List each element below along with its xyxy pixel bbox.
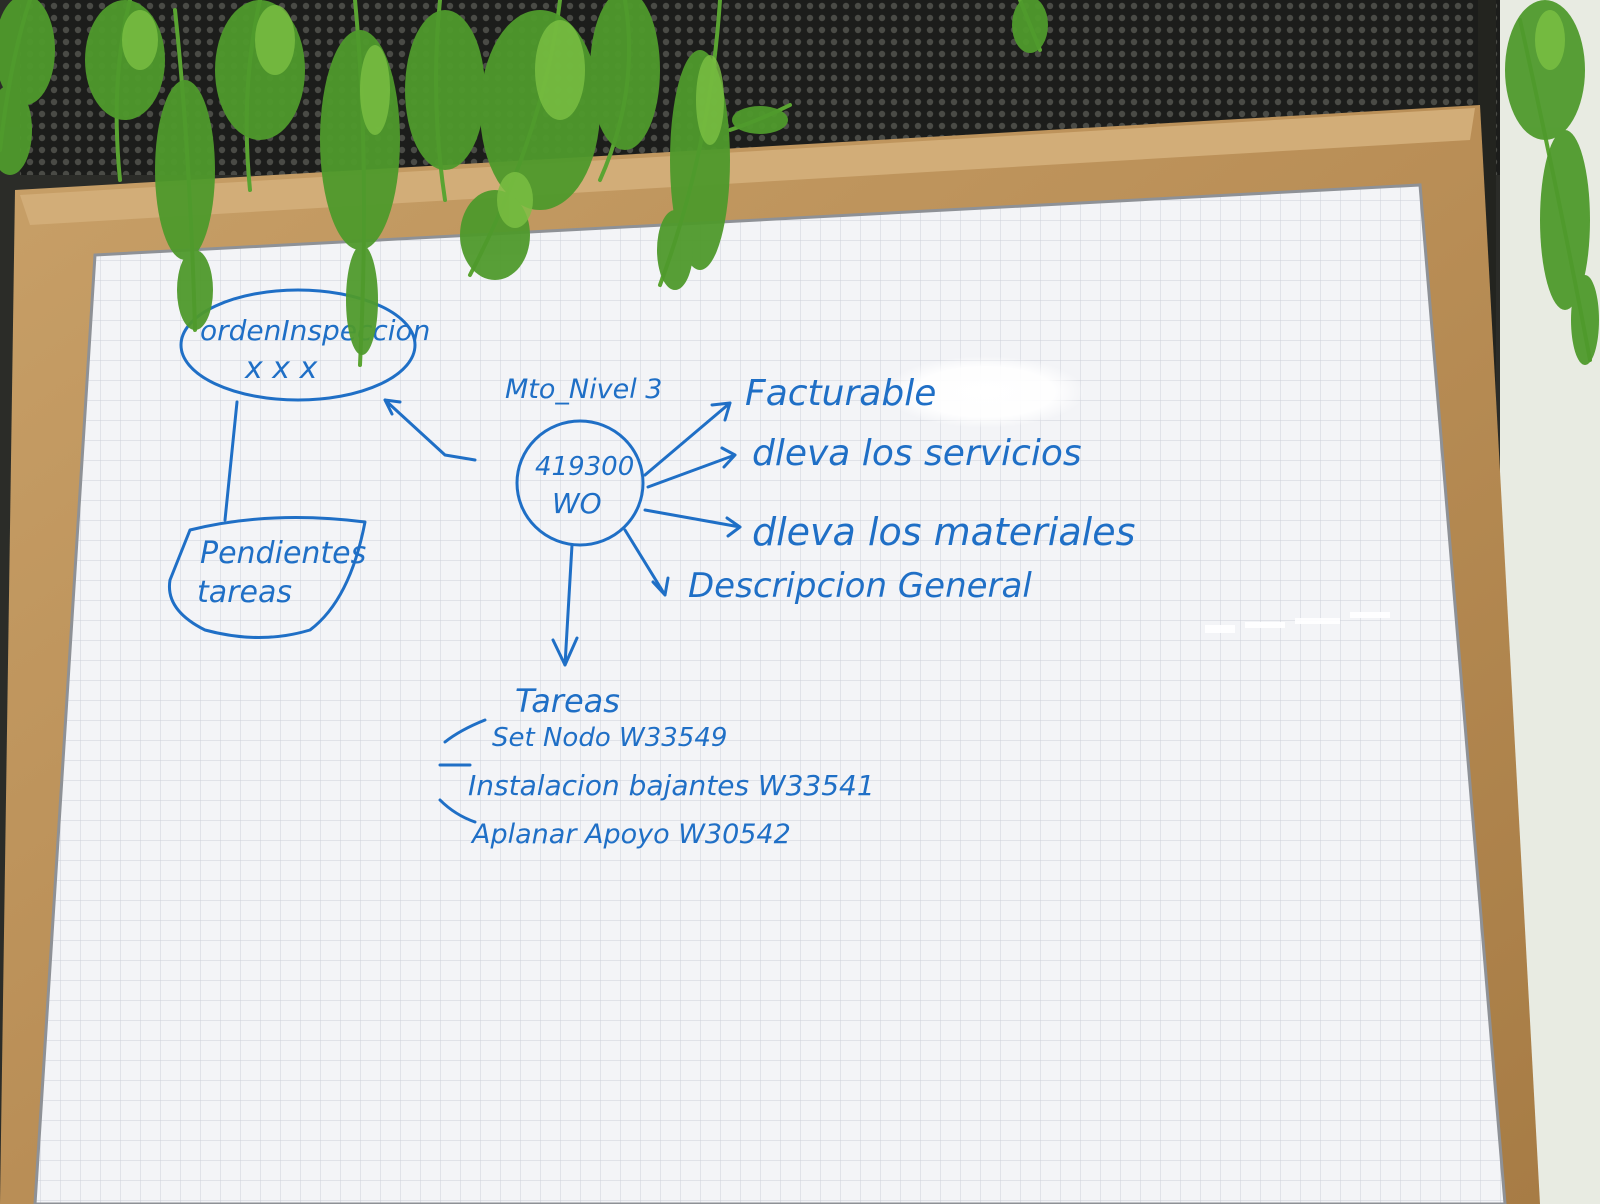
tareas-title: Tareas	[515, 682, 620, 720]
orden-to-pendientes-line	[223, 400, 239, 522]
hanging-fern-plants	[0, 0, 1599, 367]
light-glare	[885, 356, 1085, 428]
tarea-item-1: Set Nodo W33549	[492, 723, 727, 753]
arrow-descripcion	[623, 528, 670, 597]
arrow-facturable	[643, 401, 732, 477]
pendientes-line1: Pendientes	[200, 536, 366, 571]
tarea-item-2: Instalacion bajantes W33541	[468, 769, 875, 802]
arrow-materiales	[643, 508, 742, 538]
arrow-tareas	[551, 543, 579, 667]
tarea-item-3: Aplanar Apoyo W30542	[470, 819, 791, 850]
arrow-servicios	[646, 446, 737, 489]
branch-descripcion: Descripcion General	[688, 566, 1032, 606]
orden-line1: ordenInspeccion	[200, 314, 430, 347]
wo-circle	[515, 419, 645, 547]
wo-line2: WO	[552, 487, 602, 520]
tareas-bracket	[438, 718, 487, 824]
branch-facturable: Facturable	[745, 373, 936, 414]
branch-materiales: dleva los materiales	[752, 510, 1135, 554]
branch-servicios: dleva los servicios	[752, 433, 1082, 474]
whiteboard-diagram	[167, 288, 742, 824]
orden-line2: x x x	[244, 351, 318, 386]
whiteboard-surface	[33, 183, 1507, 1204]
wo-line1: 419300	[535, 452, 634, 482]
pendientes-line2: tareas	[197, 575, 292, 610]
mto-label: Mto_Nivel 3	[505, 374, 662, 405]
pendientes-shape	[167, 516, 367, 639]
orden-inspeccion-ellipse	[179, 288, 417, 402]
arrow-wo-to-orden	[383, 398, 477, 462]
whiteboard-text: ordenInspeccion x x x Pendientes tareas …	[197, 314, 1135, 850]
